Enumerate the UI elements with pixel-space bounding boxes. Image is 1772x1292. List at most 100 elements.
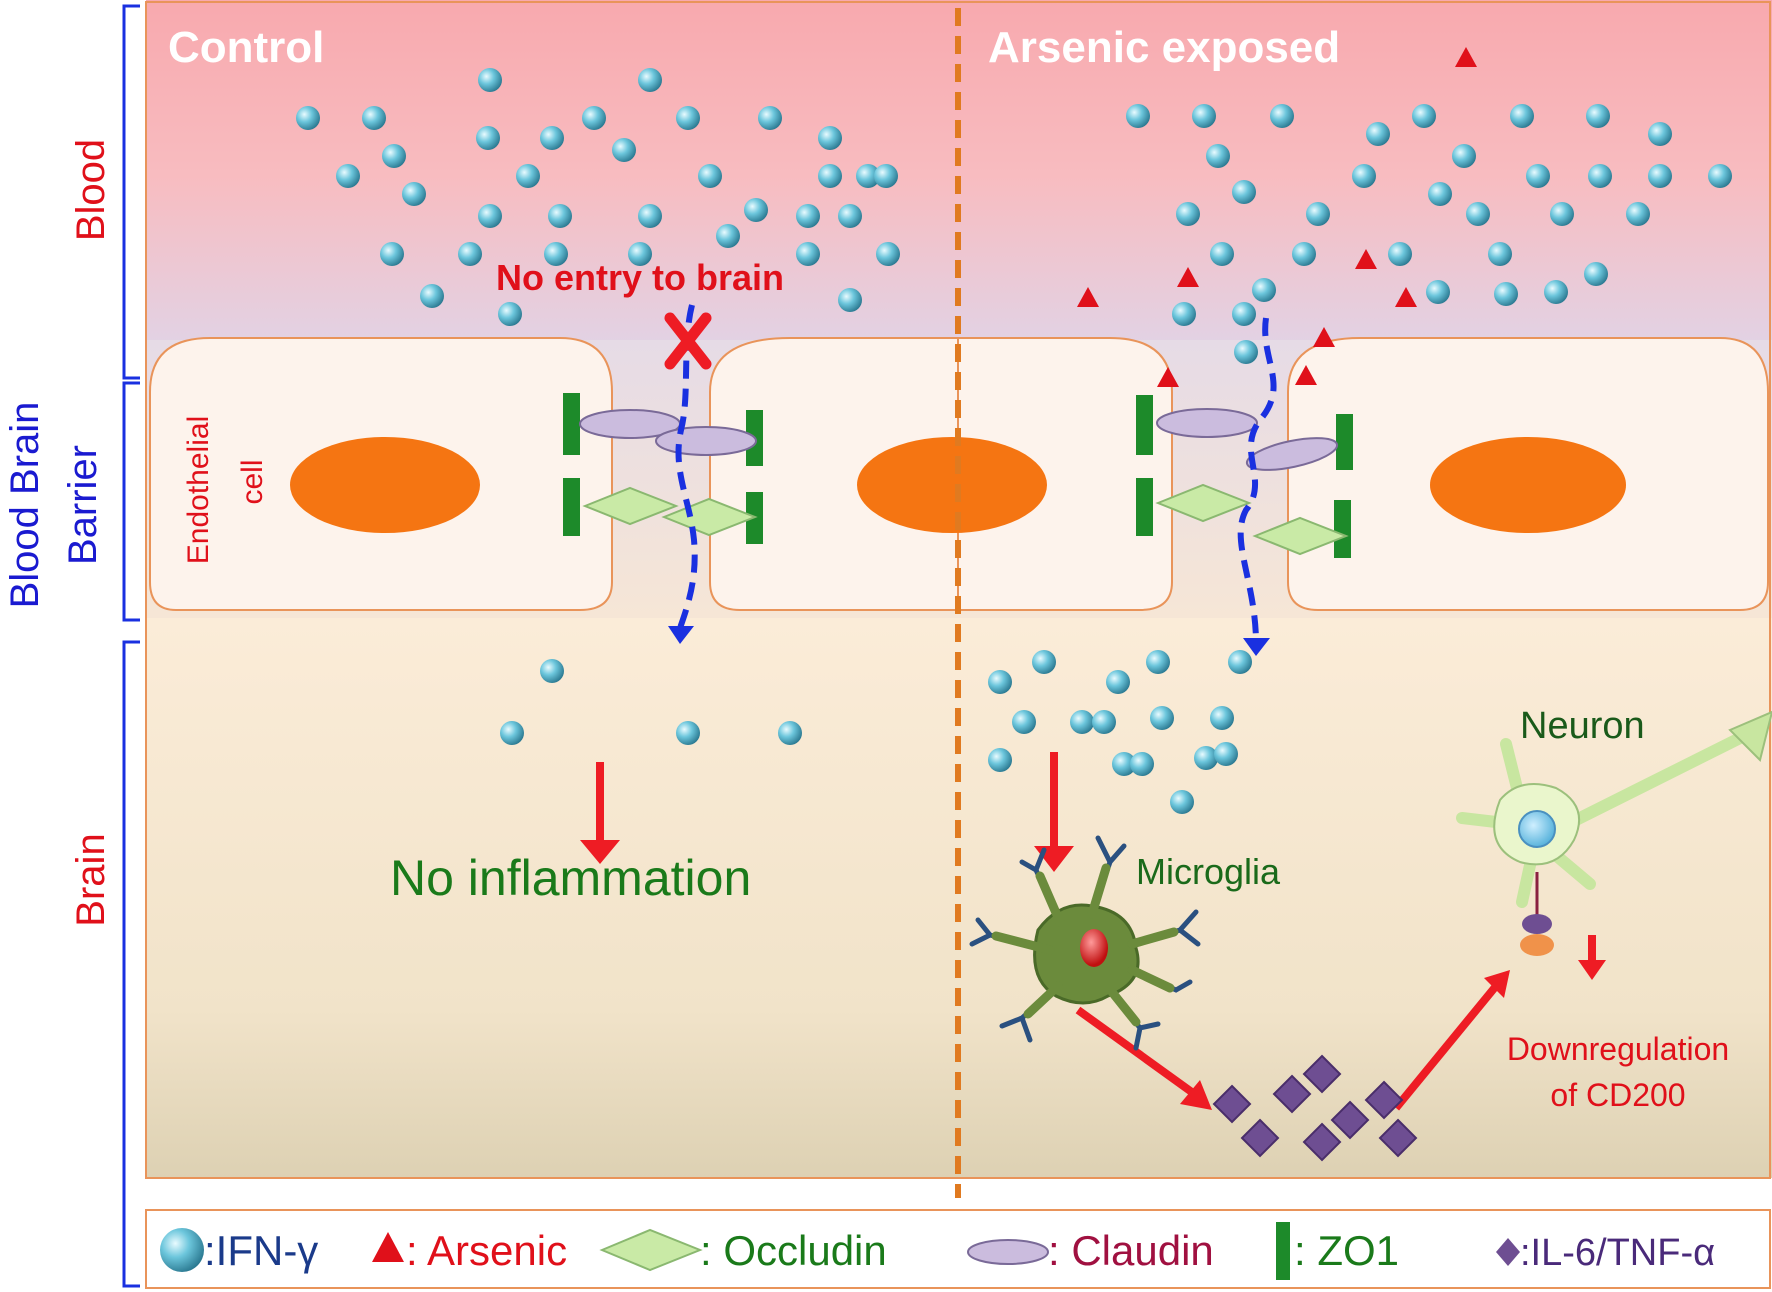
endothelial-cells: [149, 337, 1769, 611]
ifn-particle-icon: [1192, 104, 1216, 128]
legend-arsenic-label: : Arsenic: [406, 1227, 567, 1274]
ifn-particle-icon: [628, 242, 652, 266]
ifn-particle-icon: [478, 68, 502, 92]
ifn-particle-icon: [1586, 104, 1610, 128]
legend-ifn-label: :IFN-γ: [204, 1227, 318, 1274]
arrow-microglia-to-cytokines: [1075, 1006, 1203, 1102]
ifn-particle-icon: [1232, 180, 1256, 204]
ifn-particle-icon: [1292, 242, 1316, 266]
legend-zo1-label: : ZO1: [1294, 1227, 1399, 1274]
label-endothelial: Endothelial: [182, 416, 215, 564]
ifn-particle-icon: [638, 204, 662, 228]
ifn-particle-icon: [1352, 164, 1376, 188]
ifn-particle-icon: [1544, 280, 1568, 304]
ifn-particle-icon: [1412, 104, 1436, 128]
arsenic-triangle-icon: [1177, 267, 1199, 287]
ifn-particle-icon: [1210, 706, 1234, 730]
claudin-ellipse-icon: [1156, 408, 1258, 438]
nucleus: [290, 437, 480, 533]
endothelial-cell-left-arsenic: [957, 337, 1173, 611]
legend-cytokine-icon: [1496, 1238, 1520, 1266]
label-downregulation: Downregulation: [1507, 1031, 1729, 1067]
ifn-particle-icon: [1466, 202, 1490, 226]
ifn-particle-icon: [1092, 710, 1116, 734]
ifn-particle-icon: [476, 126, 500, 150]
ifn-particle-icon: [1070, 710, 1094, 734]
ifn-particle-icon: [1112, 752, 1136, 776]
label-no-inflammation: No inflammation: [390, 850, 751, 906]
occludin-diamond-icon: [582, 486, 679, 526]
ifn-particle-icon: [838, 288, 862, 312]
ifn-particle-icon: [402, 182, 426, 206]
ifn-particle-icon: [1452, 144, 1476, 168]
legend-zo1-icon: [1276, 1222, 1290, 1280]
label-brain: Brain: [69, 833, 113, 926]
ifn-particle-icon: [1494, 282, 1518, 306]
ifn-particle-icon: [988, 748, 1012, 772]
cross-icon: [664, 312, 712, 370]
ifn-particle-icon: [362, 106, 386, 130]
label-cell: cell: [236, 459, 269, 504]
red-arrows: [596, 752, 1596, 1111]
label-bbb-line2: Barrier: [61, 445, 105, 565]
zo1-bar-icon: [563, 478, 580, 536]
label-neuron: Neuron: [1520, 705, 1645, 747]
arsenic-triangle-icon: [1077, 287, 1099, 307]
ifn-particle-icon: [796, 242, 820, 266]
cytokine-diamond-icon: [1212, 1084, 1252, 1124]
arsenic-triangle-icon: [1455, 47, 1477, 67]
arsenic-triangle-icon: [1355, 249, 1377, 269]
cytokine-diamond-icon: [1272, 1074, 1312, 1114]
occludin-diamond-icon: [1155, 483, 1252, 523]
zo1-bar-icon: [1334, 500, 1351, 558]
ifn-particle-icon: [1214, 742, 1238, 766]
ifn-particle-icon: [1126, 104, 1150, 128]
arrowhead: [668, 626, 694, 644]
cd200-receptor: [1522, 914, 1552, 934]
ifn-particle-icon: [676, 721, 700, 745]
ifn-particle-icon: [856, 164, 880, 188]
cytokine-diamond-icon: [1302, 1122, 1342, 1162]
ifn-particle-icon: [1210, 242, 1234, 266]
tight-junction-arsenic: [1136, 395, 1353, 558]
ifn-particle-icon: [336, 164, 360, 188]
ifn-particle-icon: [540, 659, 564, 683]
ifn-particle-icon: [988, 670, 1012, 694]
legend-arsenic-icon: [372, 1232, 404, 1262]
diagram-frame: [145, 1, 1771, 1179]
ifn-particle-icon: [420, 284, 444, 308]
legend-ifn-icon: [160, 1228, 204, 1272]
ifn-particle-icon: [548, 204, 572, 228]
ifn-particle-icon: [818, 164, 842, 188]
ifn-particle-icon: [1234, 340, 1258, 364]
arrowhead: [1180, 1080, 1212, 1110]
panel-title-control: Control: [168, 23, 324, 72]
arrowhead: [1578, 960, 1606, 980]
ifn-particle-icon: [876, 242, 900, 266]
ifn-particle-icon: [458, 242, 482, 266]
cytokine-diamond-icon: [1330, 1100, 1370, 1140]
legend: :IFN-γ : Arsenic : Occludin : Claudin : …: [145, 1209, 1771, 1289]
ifn-particle-icon: [1176, 202, 1200, 226]
ifn-particle-icon: [1510, 104, 1534, 128]
ifn-particle-icon: [540, 126, 564, 150]
legend-claudin-icon: [967, 1239, 1049, 1265]
neuron-icon: [1456, 710, 1772, 956]
legend-occludin-label: : Occludin: [700, 1227, 887, 1274]
ifn-particle-icon: [1488, 242, 1512, 266]
zo1-bar-icon: [563, 393, 580, 455]
arsenic-triangle-icon: [1157, 367, 1179, 387]
blocked-path-control: [675, 304, 698, 630]
ifn-particle-icon: [1206, 144, 1230, 168]
label-bbb-line1: Blood Brain: [3, 402, 47, 609]
cytokine-diamond-icon: [1240, 1118, 1280, 1158]
panel-title-arsenic: Arsenic exposed: [988, 23, 1340, 72]
legend-cytokine-label: :IL-6/TNF-α: [1520, 1232, 1715, 1274]
ifn-particle-icon: [698, 164, 722, 188]
ifn-particle-icon: [1228, 650, 1252, 674]
ifn-particle-icon: [1550, 202, 1574, 226]
ifn-particle-icon: [1588, 164, 1612, 188]
arrowhead: [1484, 970, 1510, 998]
ifn-particle-icon: [744, 198, 768, 222]
legend-claudin-label: : Claudin: [1048, 1227, 1214, 1274]
